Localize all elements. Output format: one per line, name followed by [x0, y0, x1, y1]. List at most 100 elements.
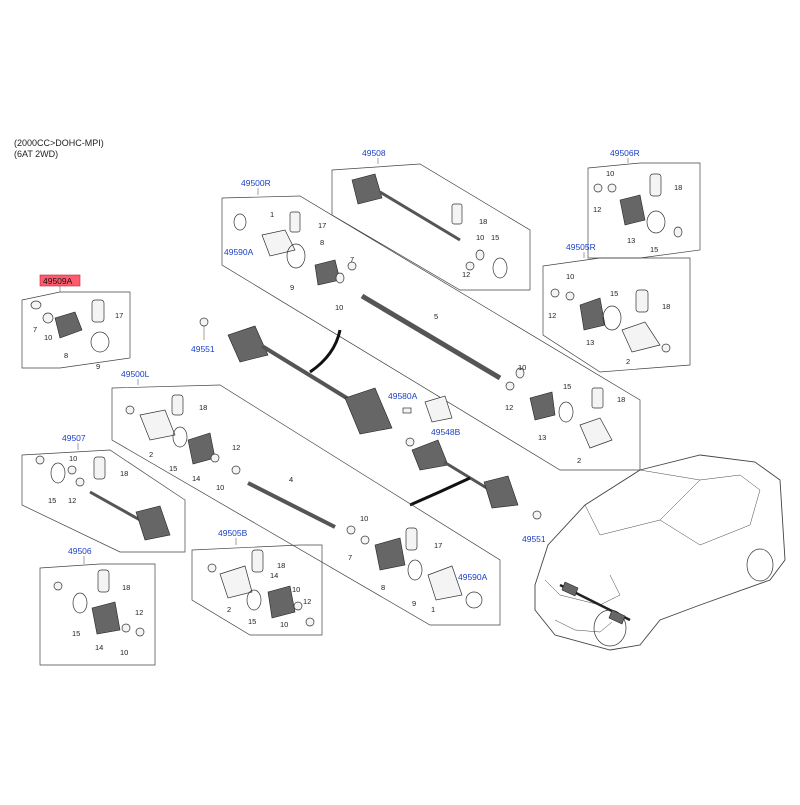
part-number-49506R[interactable]: 49506R [610, 148, 640, 158]
svg-text:12: 12 [135, 608, 143, 617]
svg-text:10: 10 [292, 585, 300, 594]
group-49507: 49507 15 10 12 18 [21, 433, 186, 553]
svg-text:13: 13 [627, 236, 635, 245]
svg-text:2: 2 [577, 456, 581, 465]
svg-text:15: 15 [72, 629, 80, 638]
svg-text:10: 10 [335, 303, 343, 312]
svg-text:8: 8 [320, 238, 324, 247]
group-49505R: 49505R 12 10 13 15 18 2 [542, 242, 691, 373]
svg-text:17: 17 [434, 541, 442, 550]
svg-text:1: 1 [270, 210, 274, 219]
box-49508 [331, 163, 531, 291]
svg-text:14: 14 [95, 643, 103, 652]
svg-text:10: 10 [120, 648, 128, 657]
svg-text:14: 14 [192, 474, 200, 483]
group-49500R: 49500R 1 17 49590A 8 9 10 7 5 10 12 13 [221, 178, 641, 471]
svg-text:7: 7 [350, 255, 354, 264]
nut-49551-left [199, 317, 209, 327]
svg-text:10: 10 [69, 454, 77, 463]
part-number-49507[interactable]: 49507 [62, 433, 86, 443]
svg-text:1: 1 [431, 605, 435, 614]
box-49506R [587, 162, 701, 259]
svg-text:18: 18 [120, 469, 128, 478]
svg-text:2: 2 [227, 605, 231, 614]
box-49505B [191, 544, 323, 636]
svg-text:18: 18 [662, 302, 670, 311]
part-number-49505R[interactable]: 49505R [566, 242, 596, 252]
group-49506: 49506 18 15 14 10 12 [39, 546, 156, 666]
part-number-49506[interactable]: 49506 [68, 546, 92, 556]
svg-text:15: 15 [248, 617, 256, 626]
svg-text:2: 2 [626, 357, 630, 366]
svg-text:15: 15 [563, 382, 571, 391]
svg-text:10: 10 [566, 272, 574, 281]
transmission-label: (6AT 2WD) [14, 149, 59, 159]
box-49505R [542, 257, 691, 373]
svg-text:9: 9 [412, 599, 416, 608]
svg-text:8: 8 [381, 583, 385, 592]
svg-text:18: 18 [277, 561, 285, 570]
svg-text:8: 8 [64, 351, 68, 360]
callout-49590A-bottom[interactable]: 49590A [458, 572, 488, 582]
bracket-49548B [424, 395, 453, 423]
callout-49548B[interactable]: 49548B [431, 427, 461, 437]
part-number-49508[interactable]: 49508 [362, 148, 386, 158]
callout-49580A[interactable]: 49580A [388, 391, 418, 401]
callout-49590A-top[interactable]: 49590A [224, 247, 254, 257]
box-49506 [39, 563, 156, 666]
svg-text:18: 18 [617, 395, 625, 404]
svg-text:10: 10 [280, 620, 288, 629]
svg-text:13: 13 [538, 433, 546, 442]
svg-text:9: 9 [290, 283, 294, 292]
svg-text:15: 15 [650, 245, 658, 254]
svg-text:10: 10 [518, 363, 526, 372]
svg-text:12: 12 [593, 205, 601, 214]
svg-text:17: 17 [318, 221, 326, 230]
part-number-49509A[interactable]: 49509A [43, 276, 73, 286]
vehicle-illustration [534, 454, 786, 651]
svg-text:13: 13 [586, 338, 594, 347]
box-49507 [21, 449, 186, 553]
svg-text:15: 15 [610, 289, 618, 298]
engine-label: (2000CC>DOHC-MPI) [14, 138, 104, 148]
svg-text:14: 14 [270, 571, 278, 580]
svg-text:12: 12 [232, 443, 240, 452]
main-drive-shafts: 49551 49580A 49548B 49551 [191, 317, 546, 544]
svg-text:10: 10 [476, 233, 484, 242]
svg-text:15: 15 [169, 464, 177, 473]
part-number-49500L[interactable]: 49500L [121, 369, 150, 379]
group-49509A: 49509A 7 10 8 17 9 [21, 274, 131, 371]
svg-text:12: 12 [303, 597, 311, 606]
part-number-49500R[interactable]: 49500R [241, 178, 271, 188]
svg-text:18: 18 [479, 217, 487, 226]
svg-text:12: 12 [505, 403, 513, 412]
svg-text:12: 12 [548, 311, 556, 320]
svg-text:2: 2 [149, 450, 153, 459]
svg-text:18: 18 [674, 183, 682, 192]
svg-text:10: 10 [360, 514, 368, 523]
svg-text:7: 7 [348, 553, 352, 562]
svg-text:15: 15 [491, 233, 499, 242]
svg-text:10: 10 [606, 169, 614, 178]
svg-text:5: 5 [434, 312, 438, 321]
svg-text:4: 4 [289, 475, 293, 484]
svg-text:17: 17 [115, 311, 123, 320]
nut-49551-right [532, 510, 542, 520]
group-49500L: 49500L 2 18 15 14 10 12 4 7 10 8 17 [111, 369, 501, 626]
svg-text:9: 9 [96, 362, 100, 371]
group-49508: 49508 18 10 12 15 [331, 148, 531, 291]
svg-text:18: 18 [122, 583, 130, 592]
svg-text:12: 12 [68, 496, 76, 505]
part-number-49505B[interactable]: 49505B [218, 528, 248, 538]
box-49500L [111, 384, 501, 626]
group-49505B: 49505B 2 18 14 15 10 10 12 [191, 528, 323, 636]
svg-text:12: 12 [462, 270, 470, 279]
svg-text:15: 15 [48, 496, 56, 505]
svg-text:10: 10 [216, 483, 224, 492]
callout-49551-left[interactable]: 49551 [191, 344, 215, 354]
callout-49551-right[interactable]: 49551 [522, 534, 546, 544]
svg-text:7: 7 [33, 325, 37, 334]
box-49509A [21, 291, 131, 369]
